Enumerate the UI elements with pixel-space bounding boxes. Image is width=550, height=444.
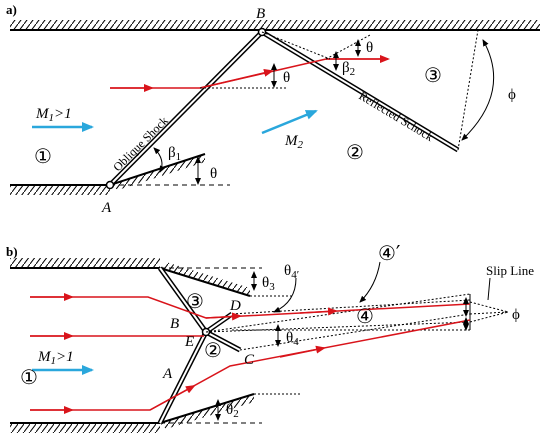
panel-b: b) [6,241,534,433]
beta-1: β1 [168,145,181,163]
slip-line-envelope [205,277,509,395]
beta-2: β2 [342,60,355,78]
panel-a: a) [6,2,540,216]
panel-b-label: b) [6,244,18,259]
bottom-wall-a [10,184,110,195]
label-b-b: B [170,316,179,332]
region-3-a: ③ [424,63,442,87]
theta-a3: θ [210,166,217,182]
mach-inflow-a: M1>1 [35,106,72,124]
phi-a: ϕ [508,87,516,103]
shock-structure-b [157,266,242,425]
label-a-b: A [162,366,173,382]
region-3-b: ③ [186,289,204,313]
bottom-wall-b [10,393,262,433]
theta-a2: θ [366,40,373,56]
region-2-b: ② [204,338,222,362]
label-c: C [244,352,255,368]
slip-line-label: Slip Line [486,263,534,278]
reflected-shock-label: Reflected Schock [356,89,435,144]
mach-inflow-b: M1>1 [37,349,74,367]
theta-3: θ3 [262,275,275,293]
theta-4-prime: θ4′ [284,263,299,281]
theta-2: θ2 [226,402,239,420]
top-wall-b [10,258,262,297]
phi-b: ϕ [512,307,520,323]
region-4-prime: ④′ [378,241,401,265]
region-1-b: ① [20,365,38,389]
label-e: E [184,334,194,350]
region-4-b: ④ [356,304,374,328]
label-b-a: B [256,6,265,22]
region-1-a: ① [34,144,52,168]
panel-a-label: a) [6,2,17,17]
label-d: D [229,298,241,314]
region-2-a: ② [346,140,364,164]
point-a-marker [105,180,115,190]
top-wall-a [10,20,540,31]
streamline-b-upper [30,296,471,319]
label-a-a: A [101,200,112,216]
mach-2-label: M2 [284,133,304,151]
theta-a1: θ [283,70,290,86]
flow-arrow-m2 [261,109,318,135]
theta-4: θ4 [286,330,299,348]
